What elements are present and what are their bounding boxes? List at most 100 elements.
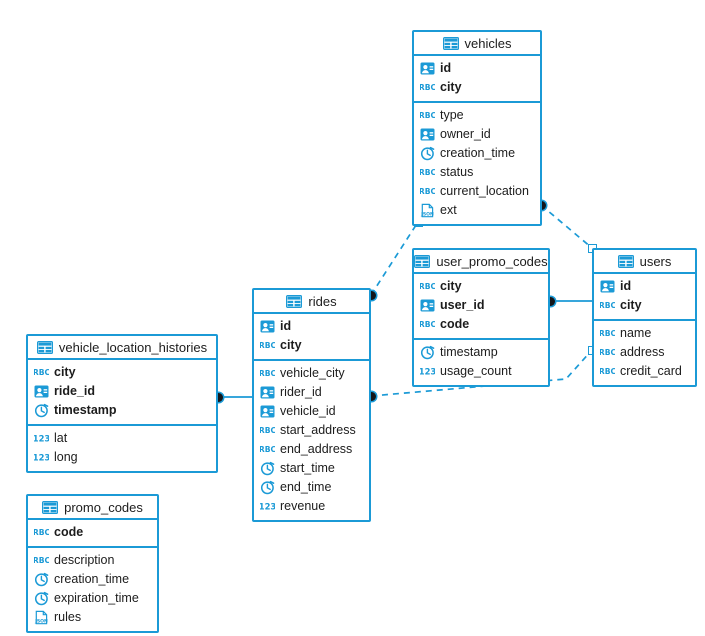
- field-row[interactable]: user_id: [414, 296, 548, 315]
- entity-title: users: [639, 253, 672, 269]
- json-document-icon: JSON: [420, 203, 435, 218]
- field-row[interactable]: JSON ext: [414, 201, 540, 220]
- abc-text-icon: RBC: [600, 326, 615, 341]
- field-row[interactable]: id: [594, 277, 695, 296]
- field-row[interactable]: id: [414, 59, 540, 78]
- svg-text:RBC: RBC: [420, 187, 435, 196]
- entity-title: rides: [308, 293, 337, 309]
- field-name: creation_time: [440, 146, 516, 161]
- entity-header[interactable]: vehicle_location_histories: [28, 336, 216, 360]
- abc-text-icon: RBC: [600, 345, 615, 360]
- field-name: expiration_time: [54, 591, 139, 606]
- abc-text-icon: RBC: [420, 279, 435, 294]
- entity-header[interactable]: user_promo_codes: [414, 250, 548, 274]
- field-name: current_location: [440, 184, 529, 199]
- field-row[interactable]: start_time: [254, 459, 369, 478]
- field-row[interactable]: id: [254, 317, 369, 336]
- abc-text-icon: RBC: [260, 423, 275, 438]
- field-row[interactable]: vehicle_id: [254, 402, 369, 421]
- field-name: user_id: [440, 298, 485, 313]
- svg-text:123: 123: [420, 366, 435, 376]
- field-name: ext: [440, 203, 457, 218]
- field-name: timestamp: [54, 403, 117, 418]
- entity-header[interactable]: users: [594, 250, 695, 274]
- field-name: rider_id: [280, 385, 322, 400]
- field-row[interactable]: end_time: [254, 478, 369, 497]
- field-row[interactable]: RBC name: [594, 324, 695, 343]
- field-row[interactable]: RBC description: [28, 551, 157, 570]
- field-name: id: [620, 279, 632, 294]
- field-row[interactable]: ride_id: [28, 382, 216, 401]
- field-row[interactable]: creation_time: [28, 570, 157, 589]
- id-card-icon: [34, 384, 49, 399]
- crow-foot-dot-marker-rel-vehiclelocationhistories-rides-source: [213, 392, 223, 402]
- field-row[interactable]: 123 lat: [28, 429, 216, 448]
- field-row[interactable]: expiration_time: [28, 589, 157, 608]
- field-row[interactable]: RBC address: [594, 343, 695, 362]
- entity-title: promo_codes: [64, 499, 143, 515]
- svg-text:RBC: RBC: [420, 83, 435, 92]
- abc-text-icon: RBC: [600, 298, 615, 313]
- field-name: name: [620, 326, 652, 341]
- field-row[interactable]: rider_id: [254, 383, 369, 402]
- crow-foot-dot-marker-rel-rides-users-source: [366, 391, 376, 401]
- field-name: address: [620, 345, 665, 360]
- field-row[interactable]: timestamp: [414, 343, 548, 362]
- field-name: long: [54, 450, 78, 465]
- field-name: end_address: [280, 442, 353, 457]
- field-name: ride_id: [54, 384, 95, 399]
- id-card-icon: [420, 127, 435, 142]
- field-name: description: [54, 553, 115, 568]
- clock-icon: [34, 403, 49, 418]
- 123-number-icon: 123: [34, 431, 49, 446]
- field-row[interactable]: creation_time: [414, 144, 540, 163]
- svg-text:RBC: RBC: [34, 556, 49, 565]
- entity-header[interactable]: rides: [254, 290, 369, 314]
- abc-text-icon: RBC: [420, 80, 435, 95]
- field-row[interactable]: RBC city: [414, 78, 540, 97]
- field-row[interactable]: owner_id: [414, 125, 540, 144]
- field-row[interactable]: timestamp: [28, 401, 216, 420]
- field-name: timestamp: [440, 345, 498, 360]
- field-name: vehicle_city: [280, 366, 345, 381]
- entity-header[interactable]: vehicles: [414, 32, 540, 56]
- field-name: revenue: [280, 499, 326, 514]
- field-name: lat: [54, 431, 68, 446]
- table-grid-icon: [617, 254, 634, 268]
- clock-icon: [260, 480, 275, 495]
- svg-text:RBC: RBC: [600, 301, 615, 310]
- field-name: city: [440, 80, 462, 95]
- table-grid-icon: [414, 254, 431, 268]
- entity-header[interactable]: promo_codes: [28, 496, 157, 520]
- field-row[interactable]: RBC current_location: [414, 182, 540, 201]
- field-name: code: [54, 525, 84, 540]
- id-card-icon: [420, 61, 435, 76]
